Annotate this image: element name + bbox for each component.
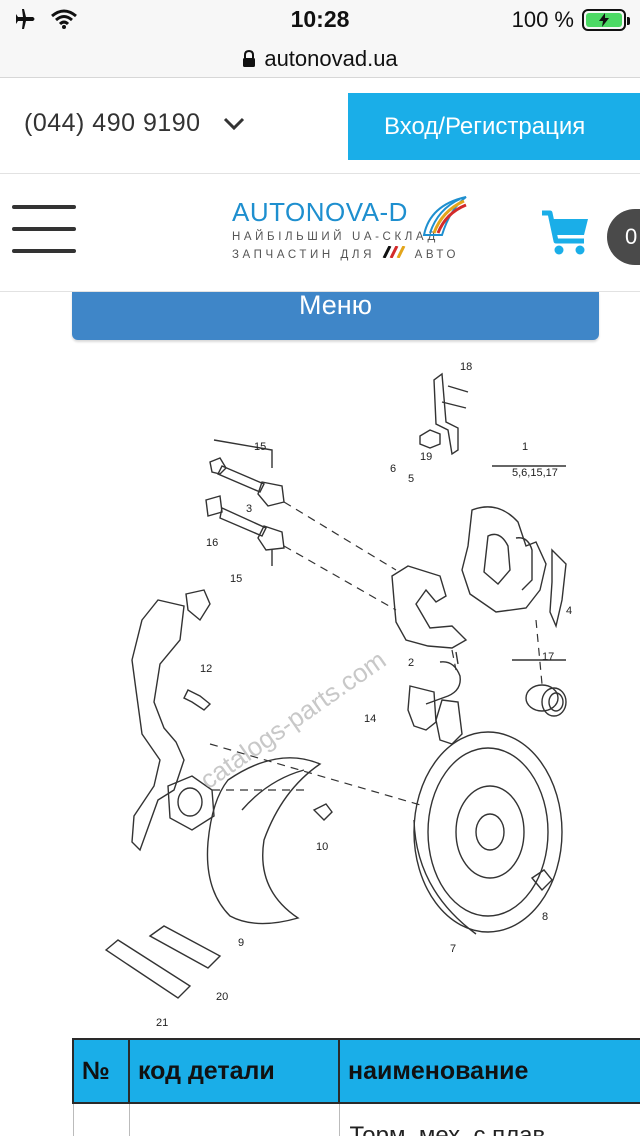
lock-icon: [243, 49, 256, 67]
logo-title: AUTONOVA-D: [232, 197, 408, 227]
logo-subtitle-2-text: ЗАПЧАСТИН ДЛЯ: [232, 249, 375, 261]
logo-swoosh-icon: [422, 196, 467, 236]
callout-5-6-15-17: 5,6,15,17: [512, 467, 558, 479]
status-left: [14, 8, 78, 30]
logo-subtitle-2-end: АВТО: [414, 249, 460, 261]
logo-subtitle-1: НАЙБІЛЬШИЙ UA-СКЛАД: [232, 231, 439, 243]
callout-18: 18: [460, 361, 472, 373]
callout-19: 19: [420, 451, 432, 463]
status-time: 10:28: [290, 6, 350, 32]
table-row[interactable]: Торм. мех. с плав.: [72, 1102, 640, 1136]
status-bar: 10:28 100 %: [0, 0, 640, 40]
flag-stripes-icon: [382, 245, 406, 259]
battery-percent: 100 %: [511, 7, 574, 32]
airplane-icon: [16, 9, 35, 29]
callout-5: 5: [408, 473, 414, 485]
callout-15-bottom: 15: [230, 573, 242, 585]
callout-10: 10: [316, 841, 328, 853]
callout-14: 14: [364, 713, 376, 725]
chevron-down-icon: [223, 117, 244, 130]
menu-button[interactable]: Меню: [72, 292, 599, 340]
callout-4: 4: [566, 605, 572, 617]
cart-count-badge[interactable]: 0: [607, 209, 640, 265]
callout-8: 8: [542, 911, 548, 923]
cart-button[interactable]: [540, 209, 592, 262]
battery-icon: [582, 9, 630, 31]
callout-2: 2: [408, 657, 414, 669]
callout-17: 17: [542, 651, 554, 663]
phone-selector[interactable]: (044) 490 9190: [24, 109, 245, 138]
login-register-button[interactable]: Вход/Регистрация: [348, 93, 640, 160]
charging-bolt-icon: [599, 13, 609, 27]
logo-subtitle-2: ЗАПЧАСТИН ДЛЯ АВТО: [232, 245, 472, 261]
table-header-row: № код детали наименование: [72, 1038, 640, 1104]
hamburger-menu-icon[interactable]: [12, 205, 76, 255]
top-contact-bar: (044) 490 9190 Вход/Регистрация: [0, 79, 640, 174]
table-cell-part-code[interactable]: [128, 1102, 340, 1136]
table-cell-number: [72, 1102, 130, 1136]
callout-12: 12: [200, 663, 212, 675]
callout-9: 9: [238, 937, 244, 949]
status-right: 100 %: [511, 7, 630, 33]
callout-21: 21: [156, 1017, 168, 1029]
url-text: autonovad.ua: [264, 45, 398, 71]
callout-3: 3: [246, 503, 252, 515]
callout-16: 16: [206, 537, 218, 549]
column-header-number[interactable]: №: [72, 1038, 130, 1104]
wifi-icon: [51, 9, 77, 29]
column-header-part-code[interactable]: код детали: [128, 1038, 340, 1104]
phone-number: (044) 490 9190: [24, 109, 201, 137]
shopping-cart-icon: [542, 210, 588, 255]
column-header-name[interactable]: наименование: [338, 1038, 640, 1104]
site-logo[interactable]: AUTONOVA-D НАЙБІЛЬШИЙ UA-СКЛАД ЗАПЧАСТИН…: [232, 196, 472, 277]
watermark-text: catalogs-parts.com: [194, 644, 391, 795]
parts-table: № код детали наименование Торм. мех. с п…: [72, 1038, 640, 1136]
callout-6: 6: [390, 463, 396, 475]
site-header: AUTONOVA-D НАЙБІЛЬШИЙ UA-СКЛАД ЗАПЧАСТИН…: [0, 175, 640, 292]
callout-1: 1: [522, 441, 528, 453]
brake-parts-diagram: 18 15 19 1 6 5 5,6,15,17 3 16 15 2 4 17 …: [104, 361, 572, 1029]
callout-7: 7: [450, 943, 456, 955]
callout-20: 20: [216, 991, 228, 1003]
table-cell-name: Торм. мех. с плав.: [338, 1102, 640, 1136]
callout-15-top: 15: [254, 441, 266, 453]
address-bar[interactable]: autonovad.ua: [0, 40, 640, 78]
